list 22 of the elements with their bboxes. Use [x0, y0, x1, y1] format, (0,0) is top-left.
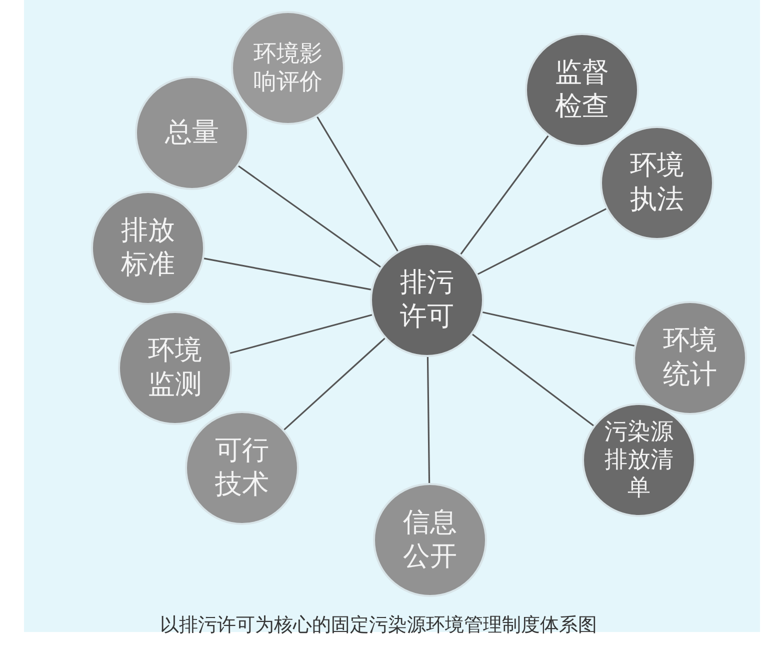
connector-line [316, 116, 398, 252]
caption: 以排污许可为核心的固定污染源环境管理制度体系图 [160, 613, 597, 638]
connector-line [460, 135, 549, 255]
node-label: 排放标准 [120, 214, 176, 282]
node-label: 环境执法 [629, 149, 685, 217]
node-label: 污染源排放清单 [604, 418, 674, 502]
node-label: 排污许可 [399, 266, 455, 334]
connector-line [230, 314, 372, 354]
node-label: 可行技术 [214, 434, 270, 502]
connector-line [426, 356, 430, 484]
node-label: 环境统计 [662, 324, 718, 392]
connector-line [238, 165, 381, 268]
connector-line [472, 334, 594, 426]
connector-line [284, 338, 386, 430]
connector-line [482, 312, 634, 346]
node-label: 监督检查 [554, 56, 610, 124]
node-label: 环境监测 [147, 334, 203, 402]
node-label: 信息公开 [402, 506, 458, 574]
node-label: 环境影响评价 [252, 40, 324, 96]
connector-line [204, 258, 372, 290]
connector-line [477, 208, 607, 275]
node-label: 总量 [164, 116, 220, 150]
